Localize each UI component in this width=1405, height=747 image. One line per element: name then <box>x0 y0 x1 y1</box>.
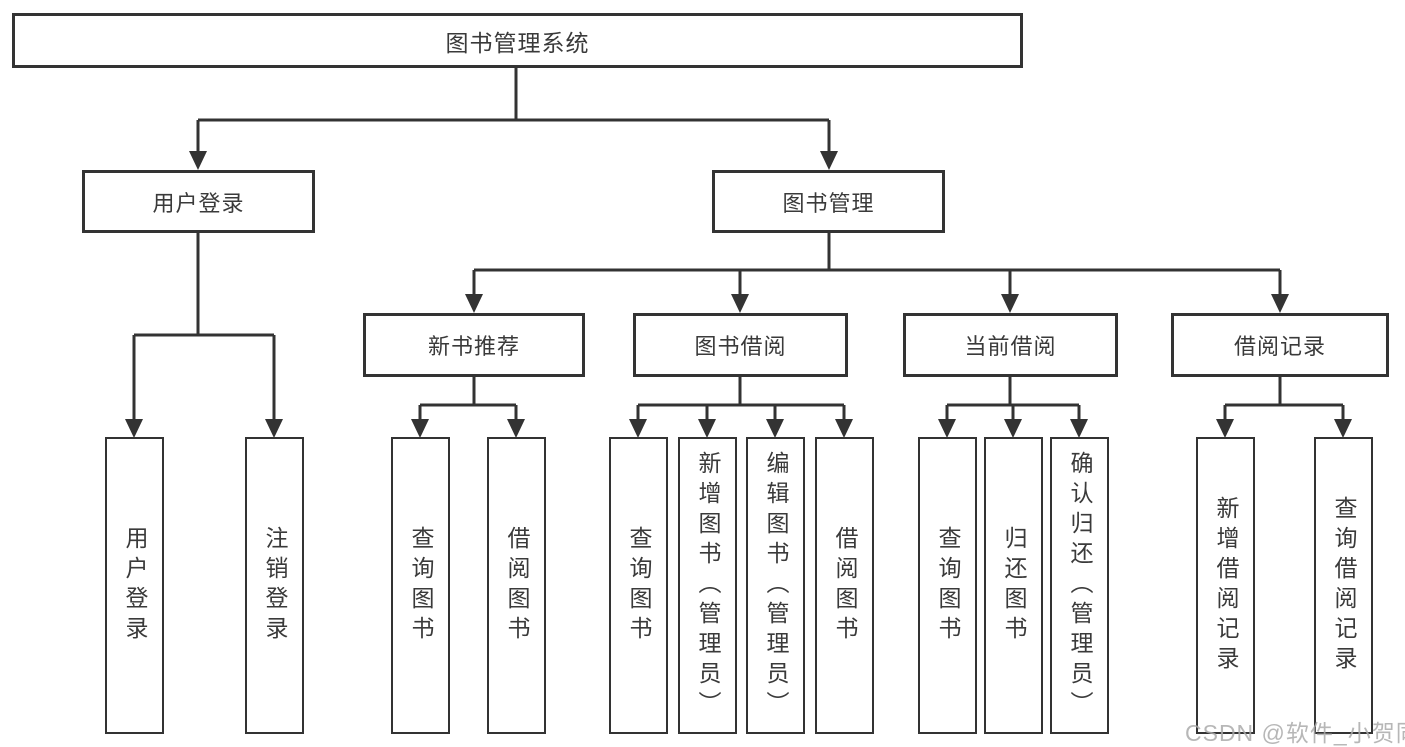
node-label: 归还图书 <box>1001 525 1027 646</box>
node-user-login: 用户登录 <box>82 170 315 233</box>
node-label: 图书管理系统 <box>445 29 590 56</box>
node-label: 查询图书 <box>935 525 961 646</box>
node-label: 新增借阅记录 <box>1213 495 1239 676</box>
node-label: 查询图书 <box>626 525 652 646</box>
node-add-books-admin: 新增图书（管理员） <box>678 437 737 734</box>
node-borrow-books-leaf: 借阅图书 <box>815 437 874 734</box>
node-label: 当前借阅 <box>964 334 1057 359</box>
node-new-book-recommendation: 新书推荐 <box>363 313 585 377</box>
node-add-borrow-record: 新增借阅记录 <box>1196 437 1255 734</box>
node-book-borrowing: 图书借阅 <box>633 313 848 377</box>
node-borrowing-records: 借阅记录 <box>1171 313 1389 377</box>
node-label: 编辑图书（管理员） <box>763 450 789 721</box>
node-label: 新书推荐 <box>427 334 520 359</box>
node-label: 查询借阅记录 <box>1331 495 1357 676</box>
node-current-borrowing: 当前借阅 <box>903 313 1118 377</box>
node-query-books-newbook: 查询图书 <box>391 437 450 734</box>
node-book-management: 图书管理 <box>712 170 945 233</box>
node-label: 用户登录 <box>122 525 148 646</box>
node-label: 图书管理 <box>782 190 875 216</box>
node-label: 借阅图书 <box>504 525 530 646</box>
node-label: 借阅图书 <box>832 525 858 646</box>
node-label: 用户登录 <box>152 190 245 216</box>
node-label: 新增图书（管理员） <box>695 450 721 721</box>
node-logout: 注销登录 <box>245 437 304 734</box>
node-label: 借阅记录 <box>1233 334 1326 359</box>
node-query-books-current: 查询图书 <box>918 437 977 734</box>
node-return-books: 归还图书 <box>984 437 1043 734</box>
node-query-books-borrow: 查询图书 <box>609 437 668 734</box>
node-label: 图书借阅 <box>694 334 787 359</box>
node-confirm-return-admin: 确认归还（管理员） <box>1050 437 1109 734</box>
node-edit-books-admin: 编辑图书（管理员） <box>746 437 805 734</box>
node-borrow-books-newbook: 借阅图书 <box>487 437 546 734</box>
node-label: 注销登录 <box>262 525 288 646</box>
node-label: 确认归还（管理员） <box>1067 450 1093 721</box>
csdn-watermark: CSDN @软件_小贺同学 <box>1185 720 1405 746</box>
node-library-management-system: 图书管理系统 <box>12 13 1023 68</box>
node-user-login-leaf: 用户登录 <box>105 437 164 734</box>
node-query-borrow-record: 查询借阅记录 <box>1314 437 1373 734</box>
node-label: 查询图书 <box>408 525 434 646</box>
